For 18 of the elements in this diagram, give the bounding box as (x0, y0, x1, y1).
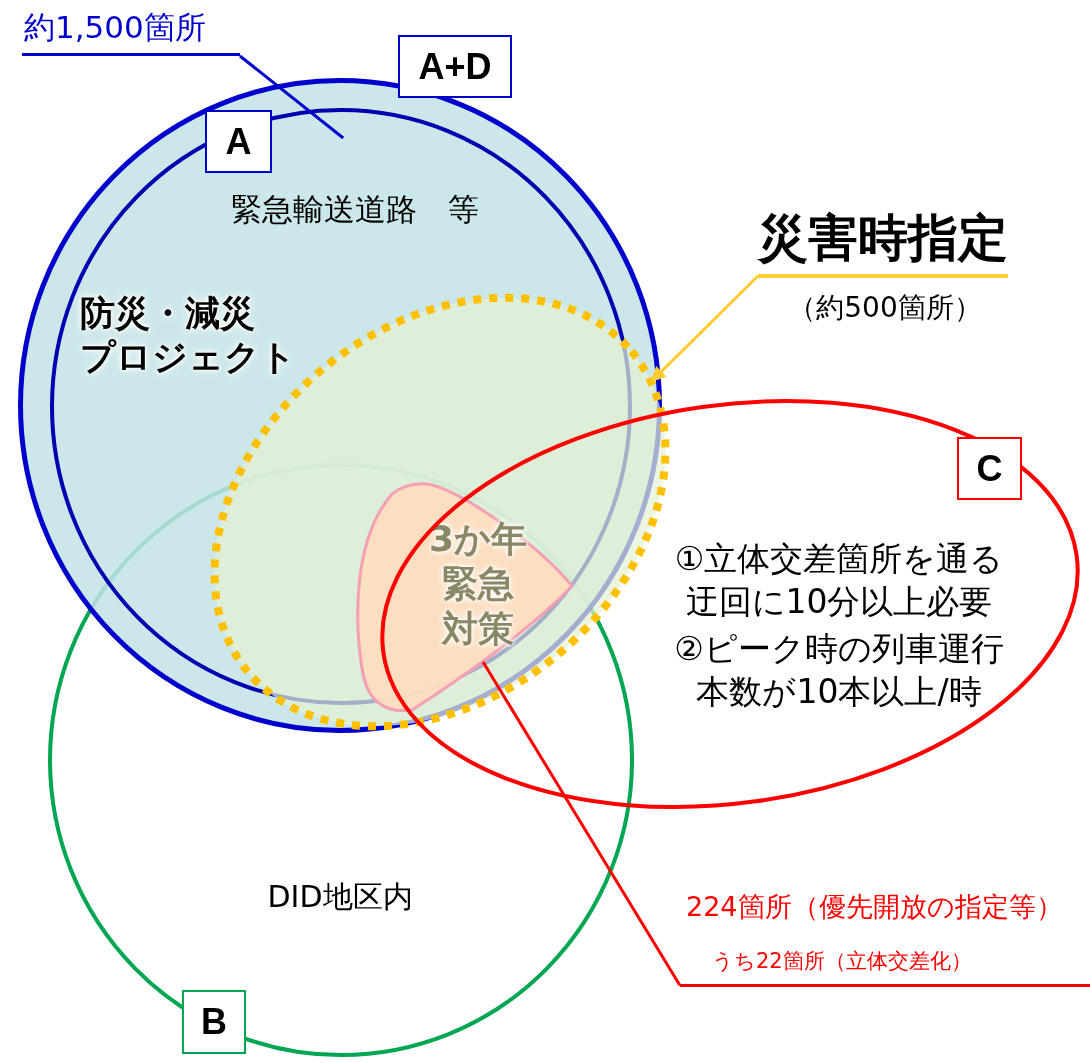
region-label: 緊急輸送道路 等 (230, 190, 480, 229)
count-label: 224箇所（優先開放の指定等） (686, 890, 1063, 924)
condition-text: ②ピーク時の列車運行本数が10本以上/時 (673, 628, 1005, 713)
count-label: （約500箇所） (787, 290, 983, 325)
arrow (650, 274, 760, 382)
leader-line (481, 661, 682, 987)
note-text: うち22箇所（立体交差化） (712, 948, 972, 975)
circle-tag: B (182, 990, 246, 1054)
leader-line (239, 54, 345, 140)
region-heading: 3か年緊急対策 (427, 517, 529, 651)
circle-tag: C (957, 437, 1022, 500)
circle-tag: A+D (398, 35, 512, 98)
region-heading: 防災・減災プロジェクト (80, 292, 297, 379)
count-label: 約1,500箇所 (24, 8, 206, 47)
condition-text: ①立体交差箇所を通る迂回に10分以上必要 (673, 538, 1005, 623)
region-label: DID地区内 (266, 878, 414, 916)
title-text: 災害時指定 (758, 208, 1008, 278)
circle-tag: A (205, 110, 272, 173)
